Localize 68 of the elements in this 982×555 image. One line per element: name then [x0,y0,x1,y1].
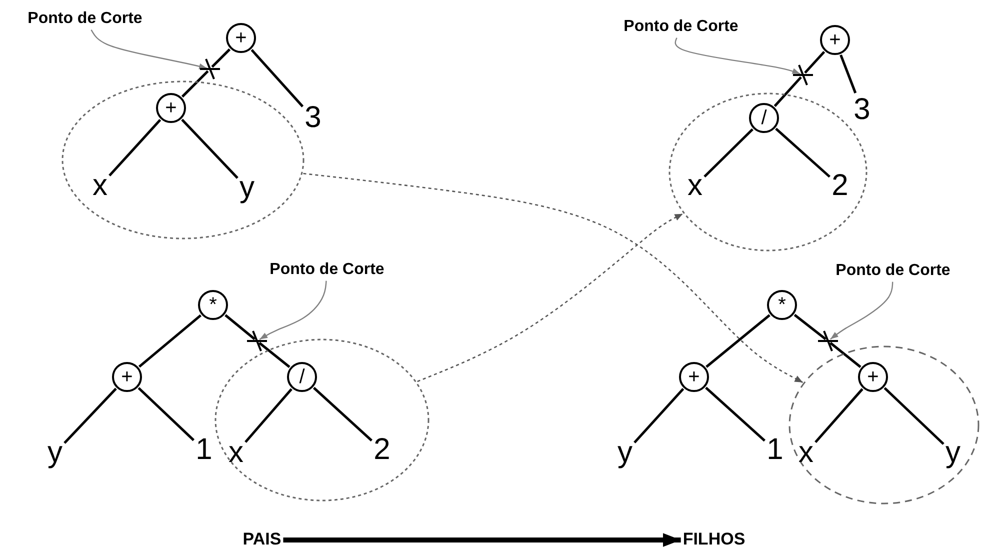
leaf-label: 3 [854,95,870,125]
dashed-arrow [417,213,684,382]
operator-circle: + [858,362,888,392]
leaf-label: x [92,171,108,201]
subtree-outline [788,345,980,505]
tree-branch [774,76,802,107]
tree-branch [814,388,864,444]
leaf-label: 3 [304,103,322,133]
tree-branch [258,342,290,368]
tree-branch [804,50,826,74]
cut-mark [246,330,268,352]
leaf-label: y [48,438,62,468]
callout-label: Ponto de Corte [836,262,950,280]
tree-branch [250,49,304,108]
tree-branch [775,128,830,178]
subtree-outline [61,80,305,240]
operator-circle: / [287,362,317,392]
leaf-label: x [798,438,814,468]
leaf-label: y [946,438,960,468]
cut-mark [792,64,814,86]
tree-branch [706,314,770,368]
leaf-label: 2 [374,435,390,465]
operator-circle: + [112,362,142,392]
operator-circle: * [198,290,228,320]
leaf-label: x [688,171,702,201]
operator-circle: + [679,362,709,392]
operator-circle: * [767,290,797,320]
tree-branch [138,314,202,368]
tree-branch [840,54,857,94]
operator-circle: + [820,25,850,55]
callout-label: Ponto de Corte [28,10,142,28]
subtree-outline [668,92,868,252]
leaf-label: x [228,438,244,468]
callout-label: Ponto de Corte [624,18,738,36]
tree-branch [64,388,117,444]
caption-label: PAIS [242,530,282,550]
tree-branch [224,314,256,340]
tree-branch [794,314,826,340]
cut-mark [817,330,839,352]
tree-branch [138,387,195,442]
leaf-label: 2 [832,171,848,201]
tree-branch [181,118,238,179]
cut-mark [199,58,221,80]
operator-circle: + [156,93,186,123]
tree-branch [244,388,292,443]
operator-circle: + [226,23,256,53]
leader-line [259,280,327,340]
leader-line [90,30,208,70]
tree-branch [634,388,684,444]
leaf-label: 1 [196,435,212,465]
tree-branch [312,386,372,442]
tree-branch [705,386,766,442]
caption-label: FILHOS [682,530,746,550]
leaf-label: y [240,173,254,203]
callout-label: Ponto de Corte [270,261,384,279]
tree-branch [181,70,209,98]
operator-circle: / [749,103,779,133]
tree-branch [830,342,862,368]
leader-line [830,282,894,340]
tree-branch [704,128,754,178]
subtree-outline [214,338,430,502]
tree-branch [108,118,162,176]
leaf-label: y [618,438,632,468]
tree-branch [211,48,231,68]
dashed-arrow [303,172,804,383]
tree-branch [884,387,944,445]
arrow [283,533,681,547]
leaf-label: 1 [766,435,784,465]
